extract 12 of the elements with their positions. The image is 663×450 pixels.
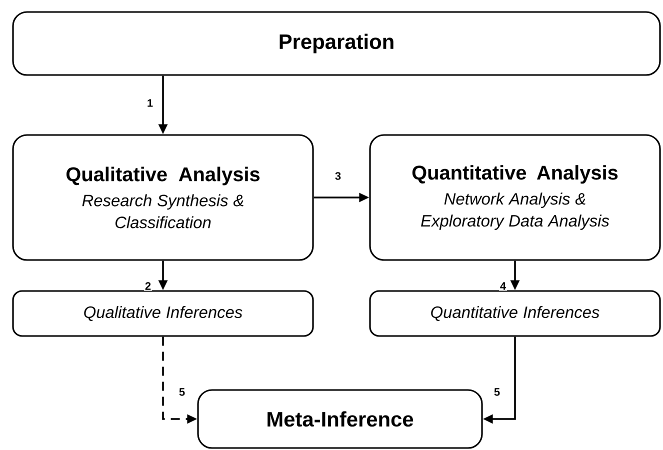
edge-label: 1 xyxy=(146,98,154,108)
edge-label: 5 xyxy=(178,387,186,397)
result-box: Qualitative Inferences xyxy=(12,290,314,337)
process-box: Quantitative Analysis Network Analysis & Exploratory Data Analysis xyxy=(369,134,661,261)
edge-label: 4 xyxy=(498,281,508,291)
process-box: Meta-Inference xyxy=(197,389,483,449)
edge-label: 5 xyxy=(492,387,502,397)
process-box: Qualitative Analysis Research Synthesis & Classification xyxy=(12,134,314,261)
edge-label: 3 xyxy=(334,171,342,181)
process-box: Preparation xyxy=(12,11,661,76)
result-box: Quantitative Inferences xyxy=(369,290,661,337)
edge-label: 2 xyxy=(144,281,152,291)
